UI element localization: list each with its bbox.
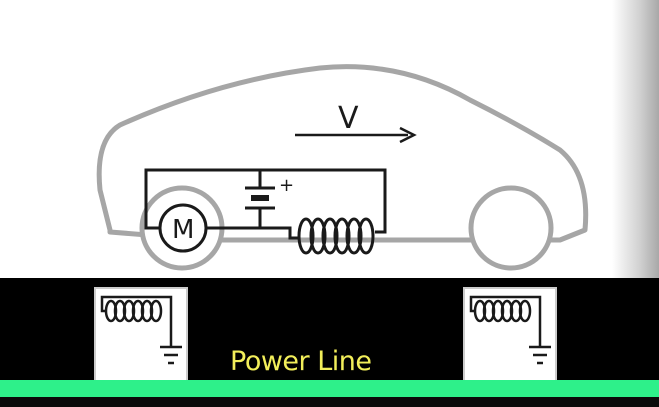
track-coil-box-right	[463, 287, 557, 382]
circuit-wire-coil-feed	[260, 226, 300, 240]
car-coil-icon	[297, 217, 375, 255]
motor-label: M	[172, 215, 194, 245]
power-line-rail	[0, 380, 659, 397]
bottom-strip	[0, 397, 659, 407]
velocity-label: V	[338, 101, 359, 136]
battery-icon	[245, 170, 275, 216]
circuit-wire	[144, 168, 387, 234]
ground-symbol-left-icon	[160, 345, 182, 365]
track-coil-right-icon	[469, 295, 542, 347]
ground-symbol-right-icon	[529, 345, 551, 365]
power-line-label: Power Line	[230, 346, 372, 377]
track-coil-box-left	[94, 287, 188, 382]
battery-plus-label: +	[279, 175, 294, 196]
motor-circle	[158, 203, 208, 253]
velocity-arrow-head	[399, 126, 417, 144]
front-wheel	[468, 185, 554, 271]
car-body-outline	[96, 64, 589, 243]
track-coil-left-icon	[100, 295, 173, 347]
right-edge-shadow	[612, 0, 659, 280]
